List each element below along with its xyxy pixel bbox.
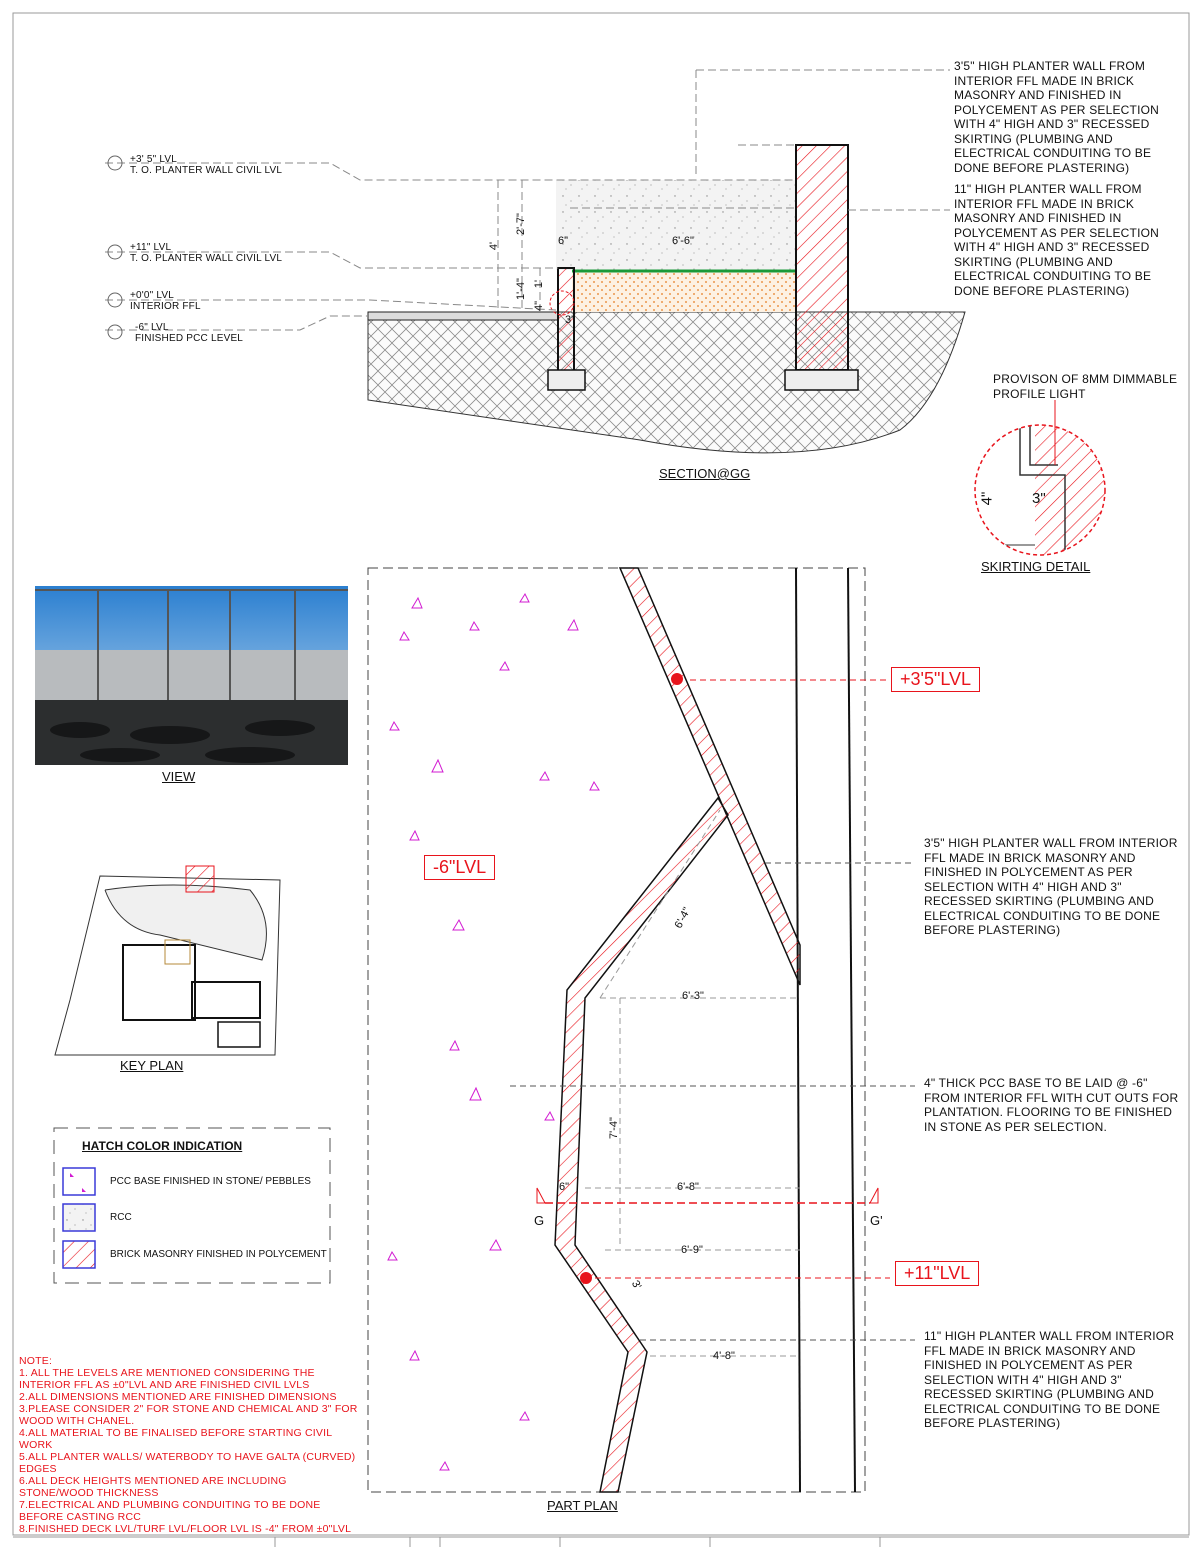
part-plan-title: PART PLAN bbox=[547, 1498, 618, 1513]
note-item: 4.ALL MATERIAL TO BE FINALISED BEFORE ST… bbox=[19, 1427, 332, 1451]
high-planter-wall bbox=[618, 567, 801, 986]
section-gg-drawing bbox=[105, 69, 966, 454]
skirting-note: PROVISON OF 8MM DIMMABLE PROFILE LIGHT bbox=[993, 372, 1178, 401]
title-strip bbox=[13, 1536, 1189, 1547]
plan-note-pcc: 4" THICK PCC BASE TO BE LAID @ -6" FROM … bbox=[924, 1076, 1179, 1134]
high-wall bbox=[795, 144, 849, 371]
note-item: 6.ALL DECK HEIGHTS MENTIONED ARE INCLUDI… bbox=[19, 1475, 287, 1499]
view-title: VIEW bbox=[162, 769, 196, 784]
section-marker-g-prime: G' bbox=[870, 1213, 883, 1228]
note-item: 8.FINISHED DECK LVL/TURF LVL/FLOOR LVL I… bbox=[19, 1523, 352, 1535]
legend-box bbox=[53, 1127, 331, 1284]
key-plan-title: KEY PLAN bbox=[120, 1058, 184, 1073]
note-item: 5.ALL PLANTER WALLS/ WATERBODY TO HAVE G… bbox=[19, 1451, 356, 1475]
plan-note-low-wall: 11" HIGH PLANTER WALL FROM INTERIOR FFL … bbox=[924, 1329, 1175, 1430]
level-value: +11" LVL bbox=[130, 242, 172, 253]
sheet-border bbox=[12, 12, 1190, 1536]
note-item: 3.PLEASE CONSIDER 2" FOR STONE AND CHEMI… bbox=[19, 1403, 358, 1427]
level-value: -6" LVL bbox=[135, 322, 169, 333]
high-footing bbox=[784, 369, 859, 391]
part-plan-drawing bbox=[367, 567, 915, 1493]
plan-dim-4-8: 4'-8" bbox=[713, 1350, 735, 1362]
floor-slab bbox=[367, 311, 559, 321]
level-desc: FINISHED PCC LEVEL bbox=[135, 333, 244, 344]
dim-4in: 4" bbox=[533, 300, 546, 312]
dim-6-6: 6'-6" bbox=[672, 235, 694, 247]
skirting-dim-3: 3" bbox=[1032, 490, 1046, 507]
view-render bbox=[35, 586, 348, 765]
section-title: SECTION@GG bbox=[659, 466, 751, 481]
note-item: 7.ELECTRICAL AND PLUMBING CONDUITING TO … bbox=[19, 1499, 321, 1523]
dim-3in: 3" bbox=[565, 314, 576, 326]
notes-block: NOTE: 1. ALL THE LEVELS ARE MENTIONED CO… bbox=[19, 1355, 359, 1535]
low-planter-wall bbox=[554, 796, 729, 1493]
legend-title: HATCH COLOR INDICATION bbox=[82, 1139, 243, 1153]
plan-dim-6-3: 6'-3" bbox=[682, 990, 704, 1002]
level-label-mid: +11"LVL bbox=[895, 1261, 980, 1286]
rcc-fill bbox=[556, 180, 796, 270]
section-marker-g: G bbox=[534, 1213, 545, 1228]
note-item: 1. ALL THE LEVELS ARE MENTIONED CONSIDER… bbox=[19, 1367, 315, 1391]
skirting-callout bbox=[549, 290, 575, 316]
legend-item-rcc: RCC bbox=[110, 1212, 132, 1223]
ground-fill bbox=[367, 311, 966, 454]
dim-6in: 6" bbox=[558, 235, 569, 247]
dim-1ft: 1' bbox=[533, 279, 546, 289]
notes-heading: NOTE: bbox=[19, 1355, 53, 1367]
level-value: +3' 5" LVL bbox=[130, 154, 178, 165]
plan-note-high-wall: 3'5" HIGH PLANTER WALL FROM INTERIOR FFL… bbox=[924, 836, 1178, 937]
section-note-low-wall: 11" HIGH PLANTER WALL FROM INTERIOR FFL … bbox=[954, 182, 1160, 298]
level-value: +0'0" LVL bbox=[130, 290, 175, 301]
level-desc: T. O. PLANTER WALL CIVIL LVL bbox=[130, 165, 283, 176]
dim-1-4: 1'-4" bbox=[514, 278, 527, 300]
level-desc: INTERIOR FFL bbox=[130, 301, 201, 312]
level-label-low: -6"LVL bbox=[424, 855, 496, 880]
skirting-title: SKIRTING DETAIL bbox=[981, 559, 1091, 574]
low-footing bbox=[547, 369, 586, 391]
plan-dim-6in: 6" bbox=[559, 1181, 570, 1193]
plan-dim-7-4: 7'-4" bbox=[607, 1117, 620, 1139]
dim-4ft: 4' bbox=[488, 241, 501, 251]
plan-dim-6-8: 6'-8" bbox=[677, 1181, 699, 1193]
dim-2-7: 2'-7" bbox=[514, 213, 527, 235]
section-note-high-wall: 3'5" HIGH PLANTER WALL FROM INTERIOR FFL… bbox=[954, 59, 1160, 175]
soil-fill bbox=[572, 272, 796, 312]
skirting-dim-4: 4" bbox=[978, 491, 996, 506]
level-desc: T. O. PLANTER WALL CIVIL LVL bbox=[130, 253, 283, 264]
skirting-detail-drawing bbox=[974, 400, 1106, 556]
legend-item-pcc: PCC BASE FINISHED IN STONE/ PEBBLES bbox=[110, 1176, 311, 1187]
plan-dim-6-9: 6'-9" bbox=[681, 1244, 703, 1256]
note-item: 2.ALL DIMENSIONS MENTIONED ARE FINISHED … bbox=[19, 1391, 337, 1403]
key-plan-drawing bbox=[54, 865, 281, 1056]
level-label-high: +3'5"LVL bbox=[891, 667, 981, 692]
legend-item-brick: BRICK MASONRY FINISHED IN POLYCEMENT bbox=[110, 1249, 327, 1260]
